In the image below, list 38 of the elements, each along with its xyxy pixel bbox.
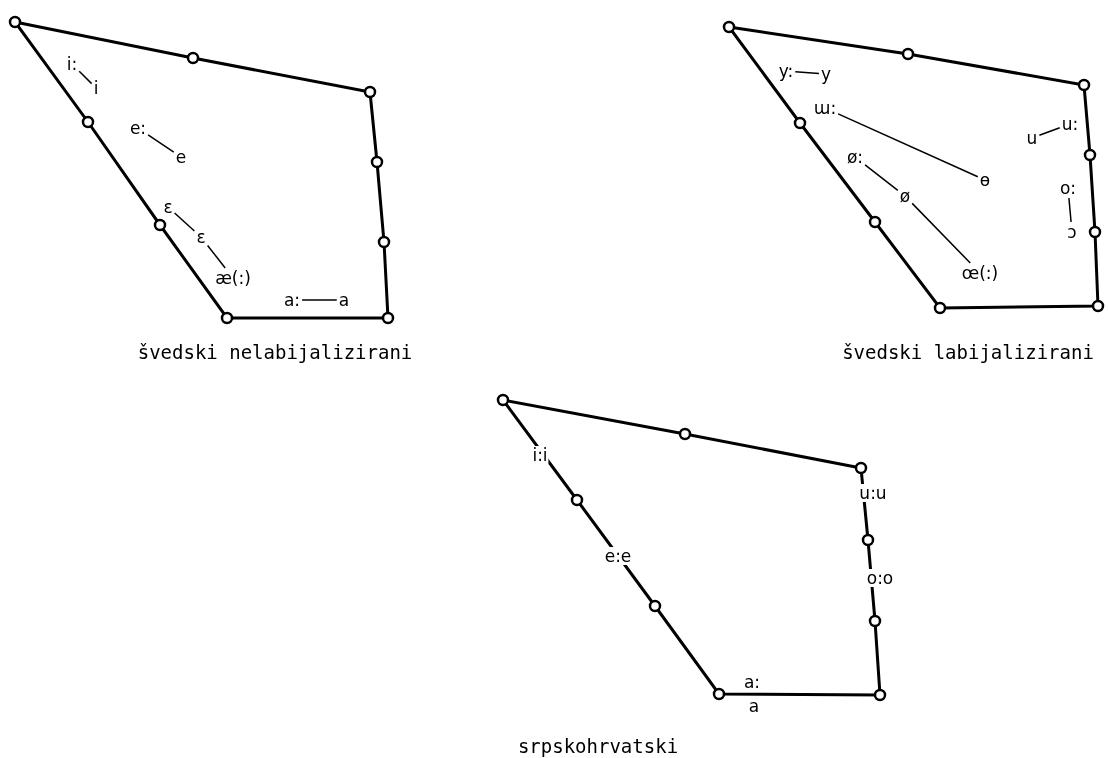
- vowel-symbol: e:: [128, 119, 148, 137]
- vowel-symbol: ɵ: [978, 171, 992, 189]
- vowel-symbol: æ(:): [214, 269, 252, 287]
- vowel-symbol: ɯ:: [812, 99, 838, 117]
- chart-title: švedski nelabijalizirani: [137, 341, 413, 363]
- connector-line: [1038, 127, 1061, 137]
- connector-line: [173, 212, 196, 232]
- vowel-symbol: y: [819, 65, 833, 83]
- vowel-symbol: a:: [282, 291, 302, 309]
- vowel-symbol: a: [337, 291, 351, 309]
- vowel-symbol: ɔ: [1066, 223, 1078, 241]
- connector-line: [794, 70, 820, 75]
- vowel-symbol: œ(:): [960, 264, 1000, 282]
- chart-title: švedski labijalizirani: [842, 341, 1094, 363]
- connector-line: [301, 299, 338, 301]
- vowel-symbol: ɛ: [162, 198, 174, 216]
- connector-line: [1068, 197, 1072, 223]
- connector-line: [78, 70, 93, 85]
- vowel-symbol: e: [174, 148, 188, 166]
- vowel-symbol: i: [92, 79, 100, 97]
- vowel-pair-label: e:e: [603, 547, 633, 565]
- connector-line: [206, 244, 226, 269]
- connector-line: [864, 164, 899, 192]
- vowel-symbol: o:: [1058, 179, 1078, 197]
- vowel-symbol: ɛ: [195, 228, 207, 246]
- vowel-symbol: ø: [898, 187, 912, 205]
- vowel-pair-label: i:i: [531, 446, 549, 464]
- chart-title: srpskohrvatski: [517, 735, 679, 757]
- connector-line: [147, 134, 175, 153]
- vowel-symbol: i:: [65, 55, 79, 73]
- vowel-symbol: u: [1025, 129, 1039, 147]
- vowel-pair-label: u:u: [858, 484, 888, 502]
- vowel-pair-label: o:o: [865, 569, 895, 587]
- vowel-symbol: u:: [1060, 115, 1080, 133]
- vowel-symbol: ø:: [845, 148, 865, 166]
- connector-line: [837, 113, 979, 178]
- connector-line: [911, 202, 971, 264]
- vowel-symbol: y:: [777, 62, 795, 80]
